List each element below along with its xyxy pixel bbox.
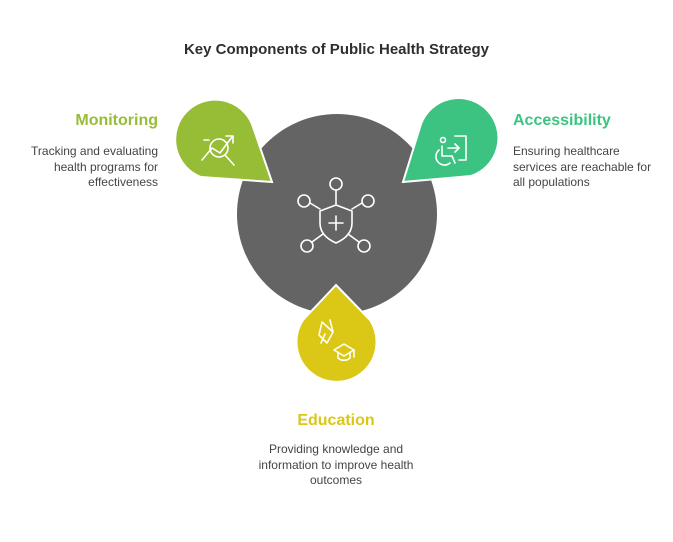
education-heading: Education (297, 412, 375, 429)
chart-magnifier-icon (201, 135, 235, 166)
megaphone-graduation-icon (318, 319, 355, 362)
wheelchair-entry-icon (435, 135, 467, 166)
hub-circle (237, 114, 437, 314)
accessibility-petal (401, 97, 500, 184)
monitoring-description: Tracking and evaluating health programs … (31, 144, 158, 189)
education-description: Providing knowledge and information to i… (258, 442, 414, 487)
monitoring-heading: Monitoring (75, 112, 158, 129)
accessibility-description: Ensuring healthcare services are reachab… (513, 144, 652, 189)
accessibility-heading: Accessibility (513, 112, 611, 129)
education-petal (295, 283, 378, 383)
shield-network-icon (297, 177, 375, 253)
diagram-title: Key Components of Public Health Strategy (183, 41, 490, 58)
